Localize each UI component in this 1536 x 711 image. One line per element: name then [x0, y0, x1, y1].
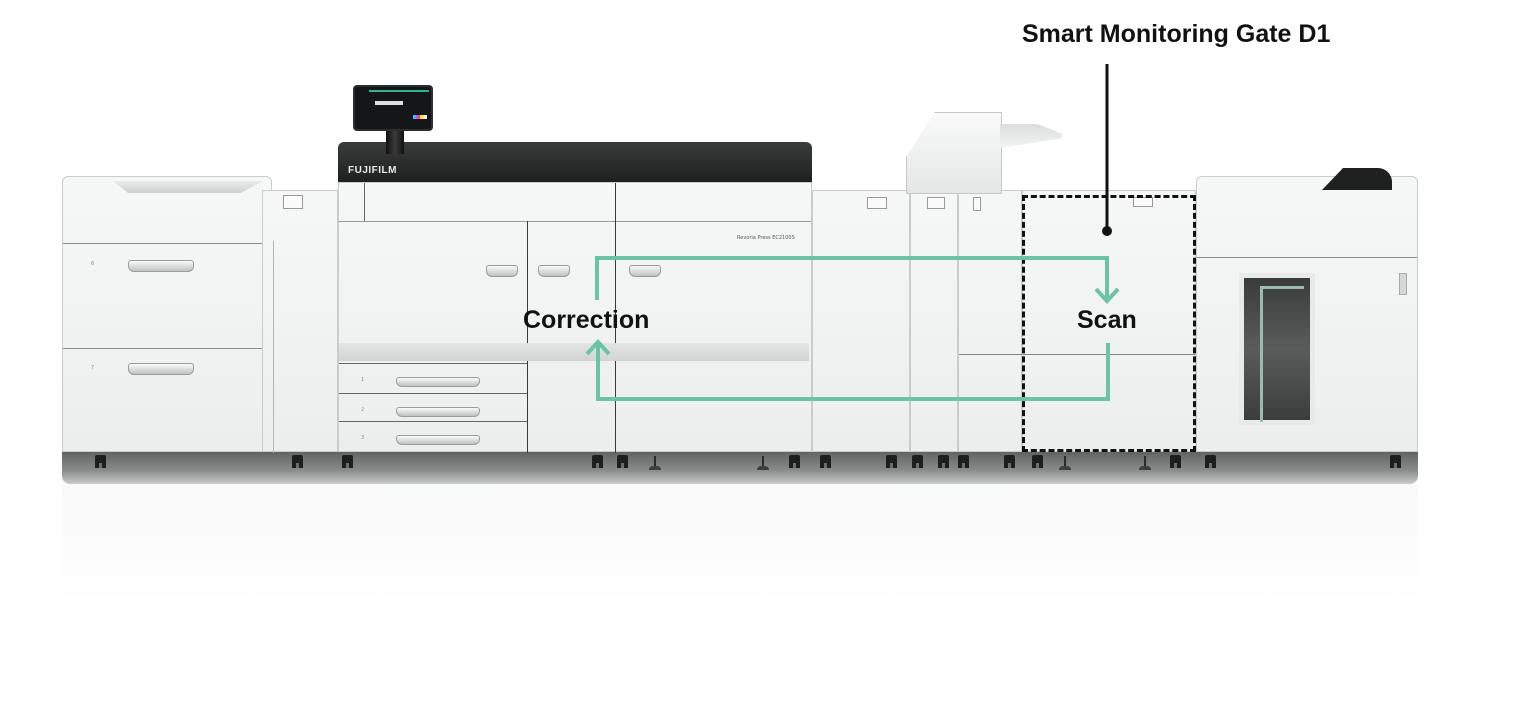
caster: [592, 455, 603, 468]
module-1-indicator: [867, 197, 887, 209]
control-panel-screen[interactable]: [353, 85, 433, 131]
caster: [292, 455, 303, 468]
tray-1-number: 1: [361, 377, 365, 383]
caster: [1004, 455, 1015, 468]
stacker-top-cover: [1322, 168, 1392, 190]
caster: [342, 455, 353, 468]
title-pointer-dot: [1102, 226, 1112, 236]
paper-tray-2-handle[interactable]: [396, 407, 480, 417]
feeder-top-tray: [113, 181, 263, 193]
caster: [938, 455, 949, 468]
correction-label: Correction: [523, 306, 650, 334]
tray-2-number: 2: [361, 407, 365, 413]
hcf-tray-6-number: 6: [91, 261, 95, 267]
down-arrowhead-icon: [1094, 287, 1120, 304]
inline-module-2: [910, 190, 958, 452]
feeder-side-panel: [262, 190, 338, 453]
hcf-tray-7-number: 7: [91, 365, 95, 371]
leveling-foot: [648, 456, 662, 470]
inline-module-1: [812, 190, 910, 452]
caster: [1390, 455, 1401, 468]
high-capacity-feeder: 6 7: [62, 176, 272, 452]
leveling-foot: [1138, 456, 1152, 470]
caster: [820, 455, 831, 468]
print-engine-top: [338, 142, 812, 182]
caster: [886, 455, 897, 468]
caster: [789, 455, 800, 468]
stacker-latch[interactable]: [1399, 273, 1407, 295]
hcf-tray-6-handle[interactable]: [128, 260, 194, 272]
scan-label: Scan: [1077, 306, 1137, 334]
caster: [958, 455, 969, 468]
front-door-handle-1[interactable]: [486, 265, 518, 277]
caster: [1205, 455, 1216, 468]
caster: [1170, 455, 1181, 468]
tray-3-number: 3: [361, 435, 365, 441]
print-engine-body: 1 2 3 Revoria Press EC2100S: [338, 182, 812, 453]
engine-ledge: [339, 343, 809, 361]
caster: [95, 455, 106, 468]
front-door-handle-3[interactable]: [629, 265, 661, 277]
stacker-window: [1239, 273, 1315, 425]
model-badge: Revoria Press EC2100S: [737, 235, 795, 241]
inline-module-3: [958, 190, 1023, 452]
front-door-handle-2[interactable]: [538, 265, 570, 277]
module-3-indicator: [973, 197, 981, 211]
caster: [617, 455, 628, 468]
feeder-indicator-panel: [283, 195, 303, 209]
floor-reflection: [62, 484, 1418, 604]
module-2-indicator: [927, 197, 945, 209]
up-arrowhead-icon: [585, 339, 611, 356]
return-arrow-path: [596, 342, 1110, 401]
control-panel-stand: [386, 128, 404, 154]
leveling-foot: [756, 456, 770, 470]
gate-dashed-outline: [1022, 195, 1196, 452]
leveling-foot: [1058, 456, 1072, 470]
stacker-unit: [1196, 176, 1418, 452]
caster: [1032, 455, 1043, 468]
fujifilm-logo: FUJIFILM: [348, 165, 397, 176]
caster: [912, 455, 923, 468]
paper-tray-3-handle[interactable]: [396, 435, 480, 445]
forward-arrow-path: [595, 256, 1109, 300]
paper-tray-1-handle[interactable]: [396, 377, 480, 387]
floor-shadow: [62, 450, 1418, 484]
hcf-tray-7-handle[interactable]: [128, 363, 194, 375]
diagram-title: Smart Monitoring Gate D1: [1022, 20, 1331, 48]
